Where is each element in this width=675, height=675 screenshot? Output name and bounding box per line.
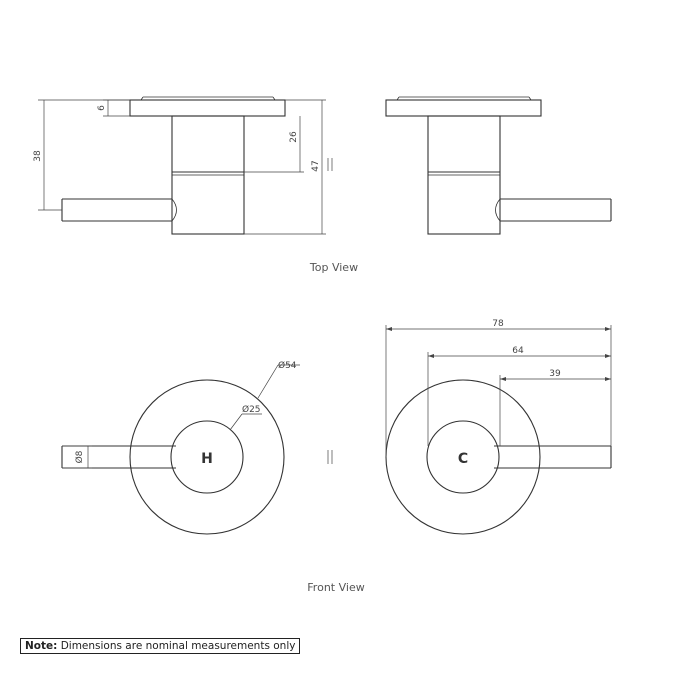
note-label: Note: (25, 640, 58, 652)
note-text: Dimensions are nominal measurements only (60, 640, 296, 652)
top-view-hot: 6 38 26 47 (33, 96, 333, 235)
flange-plate (129, 99, 286, 117)
front-view-cold: C 78 64 39 (385, 319, 612, 535)
cold-indicator: C (458, 451, 468, 467)
lever (500, 198, 612, 222)
front-view-label: Front View (307, 581, 364, 594)
flange-circle (129, 379, 285, 535)
flange-plate (385, 99, 542, 117)
note-box: Note: Dimensions are nominal measurement… (20, 638, 301, 654)
front-view-hot: H Ø8 Ø54 Ø25 (61, 360, 300, 535)
dim-flange-diameter: Ø54 (278, 360, 297, 371)
dim-width-64: 64 (512, 346, 524, 356)
separator-mark (327, 158, 333, 171)
dim-flange-thickness: 6 (97, 105, 107, 111)
dim-lever-offset: 38 (33, 150, 43, 162)
lever (61, 198, 172, 222)
hub-circle (426, 420, 500, 494)
dim-overall-depth: 47 (311, 160, 321, 171)
hot-indicator: H (201, 451, 213, 467)
dim-lever-length: 39 (549, 369, 561, 379)
lever (494, 445, 612, 469)
dim-overall-width: 78 (492, 319, 504, 329)
hub-circle (170, 420, 244, 494)
dim-hub-diameter: Ø25 (242, 404, 261, 415)
top-view-cold (385, 96, 612, 235)
separator-mark (327, 450, 333, 464)
top-view-label: Top View (309, 261, 358, 274)
dim-body-length: 26 (289, 131, 299, 143)
dim-lever-diameter: Ø8 (74, 450, 85, 463)
